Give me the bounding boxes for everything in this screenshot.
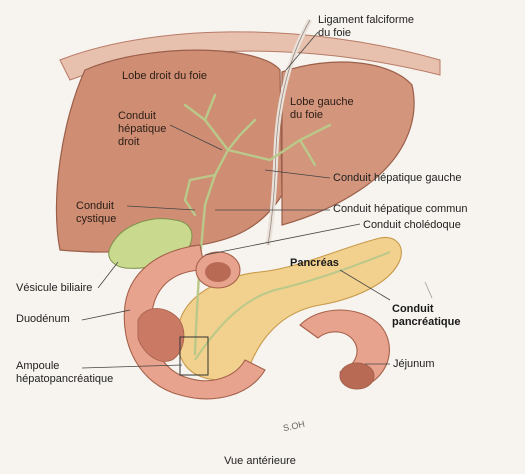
label-conduit-cystique: Conduit cystique — [76, 200, 116, 226]
label-conduit-pancreatique-line1: Conduit — [392, 303, 460, 316]
duodenum-lumen — [205, 262, 231, 282]
label-ligament-line2: du foie — [318, 27, 414, 40]
label-conduit-choledoque: Conduit cholédoque — [363, 219, 461, 232]
label-conduit-hep-droit: Conduit hépatique droit — [118, 110, 166, 149]
label-conduit-hep-droit-line3: droit — [118, 136, 166, 149]
label-lobe-gauche: Lobe gauche du foie — [290, 96, 354, 122]
label-conduit-hep-commun: Conduit hépatique commun — [333, 203, 468, 216]
label-ligament-line1: Ligament falciforme — [318, 14, 414, 27]
label-pancreas: Pancréas — [290, 257, 339, 270]
label-lobe-gauche-line1: Lobe gauche — [290, 96, 354, 109]
label-lobe-gauche-line2: du foie — [290, 109, 354, 122]
label-jejunum: Jéjunum — [393, 358, 435, 371]
label-conduit-hep-droit-line2: hépatique — [118, 123, 166, 136]
label-conduit-pancreatique-line2: pancréatique — [392, 316, 460, 329]
annotation-mark — [425, 282, 432, 298]
label-conduit-hep-droit-line1: Conduit — [118, 110, 166, 123]
label-ligament: Ligament falciforme du foie — [318, 14, 414, 40]
label-duodenum: Duodénum — [16, 313, 70, 326]
label-lobe-droit: Lobe droit du foie — [122, 70, 207, 83]
caption: Vue antérieure — [200, 455, 320, 468]
label-vesicule: Vésicule biliaire — [16, 282, 92, 295]
label-ampoule-line1: Ampoule — [16, 360, 113, 373]
jejunum-lumen — [340, 363, 374, 389]
label-ampoule: Ampoule hépatopancréatique — [16, 360, 113, 386]
label-conduit-cystique-line1: Conduit — [76, 200, 116, 213]
label-ampoule-line2: hépatopancréatique — [16, 373, 113, 386]
label-conduit-pancreatique: Conduit pancréatique — [392, 303, 460, 329]
label-conduit-hep-gauche: Conduit hépatique gauche — [333, 172, 461, 185]
label-conduit-cystique-line2: cystique — [76, 213, 116, 226]
